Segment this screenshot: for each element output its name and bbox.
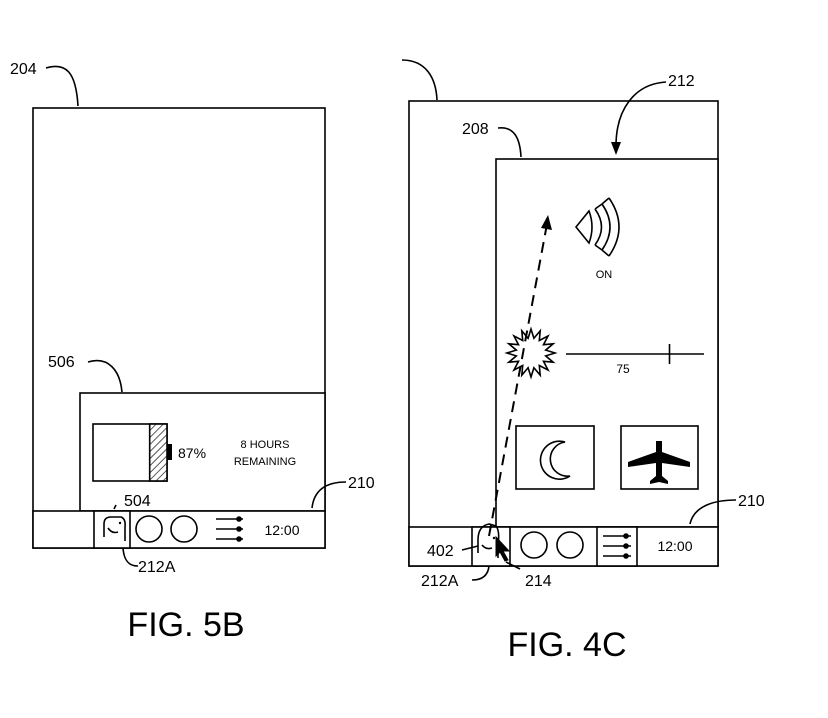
leader-line-212a-4c <box>471 565 490 581</box>
ref-label-504: 504 <box>124 493 151 510</box>
taskbar-circle-app-2[interactable] <box>556 531 584 559</box>
battery-remaining-line1: 8 HOURS <box>241 439 290 451</box>
battery-icon <box>92 423 172 482</box>
sun-icon[interactable] <box>504 326 558 380</box>
airplane-icon <box>628 441 690 484</box>
leader-line-210-4c <box>689 499 737 525</box>
taskbar-clock-5b: 12:00 <box>264 522 299 538</box>
ref-label-210-4c: 210 <box>738 493 765 510</box>
moon-icon <box>539 440 571 480</box>
ref-label-208: 208 <box>462 121 489 138</box>
sliders-icon[interactable] <box>596 526 638 567</box>
swipe-gesture-arrowhead <box>541 215 552 230</box>
ref-label-506: 506 <box>48 354 75 371</box>
sliders-icon[interactable] <box>216 516 243 542</box>
arrow-head-212 <box>611 142 621 155</box>
ref-label-212: 212 <box>668 73 695 90</box>
leader-line-212a-5b <box>122 547 139 567</box>
battery-percent: 87% <box>178 445 206 461</box>
taskbar-circle-app-1[interactable] <box>520 531 548 559</box>
leader-line-208 <box>497 127 522 158</box>
leader-line-204 <box>45 65 79 107</box>
figure-4c: 208 212 ON 75 210 <box>401 59 765 664</box>
figure-caption-4c: FIG. 4C <box>507 626 626 664</box>
taskbar-4c <box>408 526 719 567</box>
ref-label-214: 214 <box>525 573 552 590</box>
brightness-value: 75 <box>616 362 630 376</box>
wifi-icon[interactable] <box>574 197 620 257</box>
taskbar-clock-4c: 12:00 <box>657 538 692 554</box>
figure-caption-5b: FIG. 5B <box>127 606 244 644</box>
arrow-212 <box>615 81 667 147</box>
ref-label-212a-5b: 212A <box>138 559 176 576</box>
leader-line-device-4c <box>401 59 438 101</box>
figure-5b: 204 506 87% 8 HOURS REMAINING 210 504 21… <box>10 61 375 644</box>
ref-label-204: 204 <box>10 61 37 78</box>
leader-line-506 <box>87 359 123 393</box>
person-outline-icon[interactable] <box>93 510 131 549</box>
wifi-status: ON <box>596 269 613 281</box>
leader-line-504 <box>113 504 117 510</box>
battery-remaining-line2: REMAINING <box>234 456 296 468</box>
ref-label-212a-4c: 212A <box>421 573 459 590</box>
leader-line-214 <box>505 561 521 570</box>
ref-label-210-5b: 210 <box>348 475 375 492</box>
cursor-icon <box>495 535 511 562</box>
taskbar-circle-app-1[interactable] <box>135 515 163 543</box>
ref-label-402: 402 <box>427 543 454 560</box>
leader-line-402 <box>461 545 479 551</box>
leader-line-210-5b <box>311 481 347 509</box>
night-mode-button[interactable] <box>515 425 595 490</box>
taskbar-circle-app-2[interactable] <box>170 515 198 543</box>
